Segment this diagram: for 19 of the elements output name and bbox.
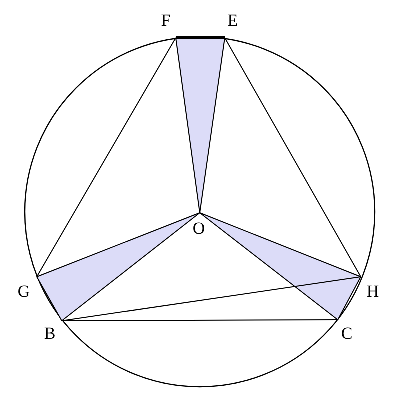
line-segment — [176, 36, 225, 40]
point-label: E — [226, 12, 240, 29]
point-label: B — [43, 325, 57, 342]
line-segment — [338, 276, 362, 320]
line-segment — [62, 212, 200, 322]
line-segment — [200, 212, 362, 278]
point-label: H — [366, 283, 380, 300]
line-segment — [62, 320, 338, 322]
line-segment — [36, 38, 176, 278]
point-label: C — [340, 325, 354, 342]
line-segment — [36, 212, 200, 278]
line-segment — [176, 38, 200, 214]
line-segment — [200, 38, 226, 214]
line-segment — [62, 276, 362, 322]
line-segment — [36, 276, 62, 322]
point-label: F — [159, 12, 173, 29]
line-segment — [224, 38, 362, 278]
point-label: G — [17, 283, 31, 300]
point-label: O — [192, 220, 206, 237]
